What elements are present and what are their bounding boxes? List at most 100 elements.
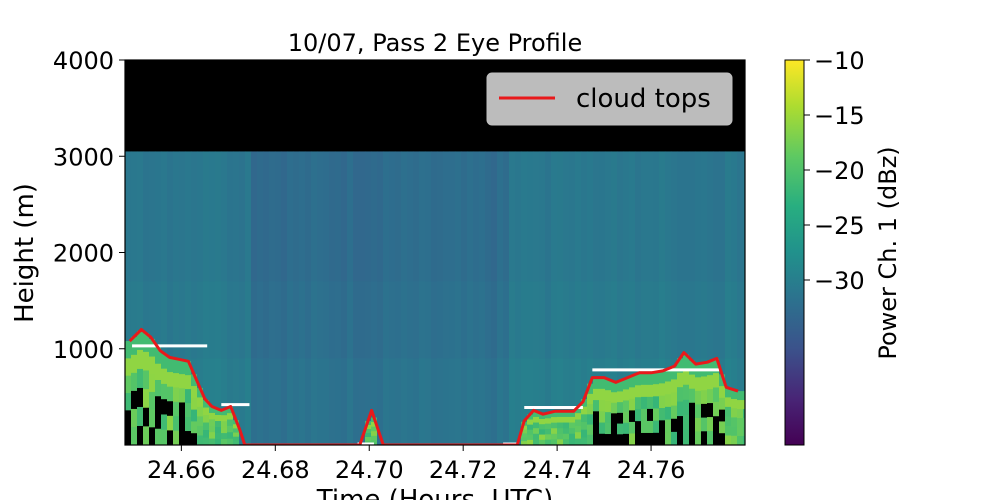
heatmap-cell <box>155 379 162 397</box>
heatmap-cell <box>689 430 696 445</box>
heatmap-cell <box>227 425 234 433</box>
colorbar-tick-label: −20 <box>814 157 865 185</box>
heatmap-cell <box>743 400 745 410</box>
heatmap-cell <box>215 439 222 445</box>
heatmap-cell <box>641 372 648 386</box>
heatmap-cell <box>425 151 432 282</box>
heatmap-cell <box>281 281 288 359</box>
y-axis-label: Height (m) <box>10 183 40 323</box>
heatmap-cell <box>545 358 552 445</box>
heatmap-cell <box>629 151 636 282</box>
heatmap-cell <box>743 391 745 401</box>
heatmap-cell <box>605 379 612 391</box>
heatmap-cell <box>239 358 246 445</box>
heatmap-cell <box>737 400 744 410</box>
heatmap-cell <box>179 388 186 403</box>
heatmap-cell <box>221 421 228 428</box>
heatmap-cell <box>509 151 516 282</box>
heatmap-cell <box>497 281 504 359</box>
heatmap-cell <box>251 358 258 445</box>
heatmap-cell <box>341 151 348 282</box>
heatmap-cell <box>539 413 546 420</box>
heatmap-cell <box>605 401 612 413</box>
heatmap-cell <box>281 151 288 282</box>
heatmap-cell <box>587 151 594 282</box>
heatmap-cell <box>245 151 252 282</box>
heatmap-cell <box>593 377 600 390</box>
heatmap-cell <box>371 281 378 359</box>
heatmap-cell <box>707 431 714 445</box>
heatmap-cell <box>149 374 156 393</box>
heatmap-cell <box>593 151 600 282</box>
heatmap-cell <box>743 151 745 282</box>
heatmap-cell <box>209 419 216 427</box>
heatmap-cell <box>701 417 708 432</box>
heatmap-cell <box>431 358 438 445</box>
heatmap-cell <box>143 151 150 282</box>
heatmap-cell <box>161 368 168 385</box>
heatmap-cell <box>527 358 534 445</box>
heatmap-cell <box>575 419 582 427</box>
heatmap-cell <box>635 281 642 359</box>
heatmap-cell <box>311 281 318 359</box>
legend[interactable]: cloud tops <box>486 72 733 126</box>
heatmap-cell <box>125 281 132 359</box>
heatmap-cell <box>455 281 462 359</box>
heatmap-cell <box>725 435 732 445</box>
heatmap-cell <box>515 358 522 445</box>
heatmap-cell <box>479 151 486 282</box>
legend-label-cloud-tops: cloud tops <box>576 84 711 114</box>
heatmap-cell <box>155 347 162 365</box>
heatmap-cell <box>629 398 636 411</box>
heatmap-cell <box>647 420 654 434</box>
heatmap-cell <box>533 416 540 424</box>
heatmap-cell <box>413 358 420 445</box>
heatmap-cell <box>569 422 576 429</box>
heatmap-cell <box>437 281 444 359</box>
heatmap-cell <box>707 417 714 432</box>
heatmap-cell <box>371 151 378 282</box>
heatmap-cell <box>725 416 732 427</box>
heatmap-cell <box>173 281 180 359</box>
heatmap-cell <box>497 151 504 282</box>
heatmap-cell <box>581 281 588 359</box>
heatmap-cell <box>227 438 234 445</box>
heatmap-cell <box>389 281 396 359</box>
heatmap-cell <box>359 358 366 445</box>
heatmap-cell <box>203 281 210 359</box>
heatmap-cell <box>503 151 510 282</box>
heatmap-cell <box>161 414 168 431</box>
heatmap-cell <box>623 378 630 390</box>
heatmap-cell <box>329 151 336 282</box>
heatmap-cell <box>317 281 324 359</box>
heatmap-cell <box>551 439 558 445</box>
heatmap-cell <box>233 424 240 429</box>
heatmap-cell <box>227 413 234 421</box>
heatmap-cell <box>635 373 642 386</box>
heatmap-cell <box>281 358 288 445</box>
heatmap-cell <box>377 151 384 282</box>
heatmap-cell <box>569 281 576 359</box>
heatmap-cell <box>605 434 612 445</box>
heatmap-cell <box>623 400 630 413</box>
heatmap-cell <box>569 411 576 418</box>
heatmap-cell <box>269 281 276 359</box>
heatmap-cell <box>437 151 444 282</box>
heatmap-cell <box>581 429 588 438</box>
heatmap-cell <box>167 357 174 373</box>
heatmap-cell <box>671 151 678 282</box>
heatmap-cell <box>221 151 228 282</box>
heatmap-cell <box>209 438 216 445</box>
heatmap-cell <box>581 437 588 445</box>
heatmap-cell <box>413 281 420 359</box>
heatmap-cell <box>461 281 468 359</box>
heatmap-cell <box>407 358 414 445</box>
heatmap-cell <box>341 358 348 445</box>
heatmap-cell <box>299 281 306 359</box>
heatmap-cell <box>515 151 522 282</box>
heatmap-cell <box>539 429 546 436</box>
heatmap-cell <box>659 408 666 421</box>
heatmap-cell <box>737 391 744 401</box>
heatmap-cell <box>263 281 270 359</box>
